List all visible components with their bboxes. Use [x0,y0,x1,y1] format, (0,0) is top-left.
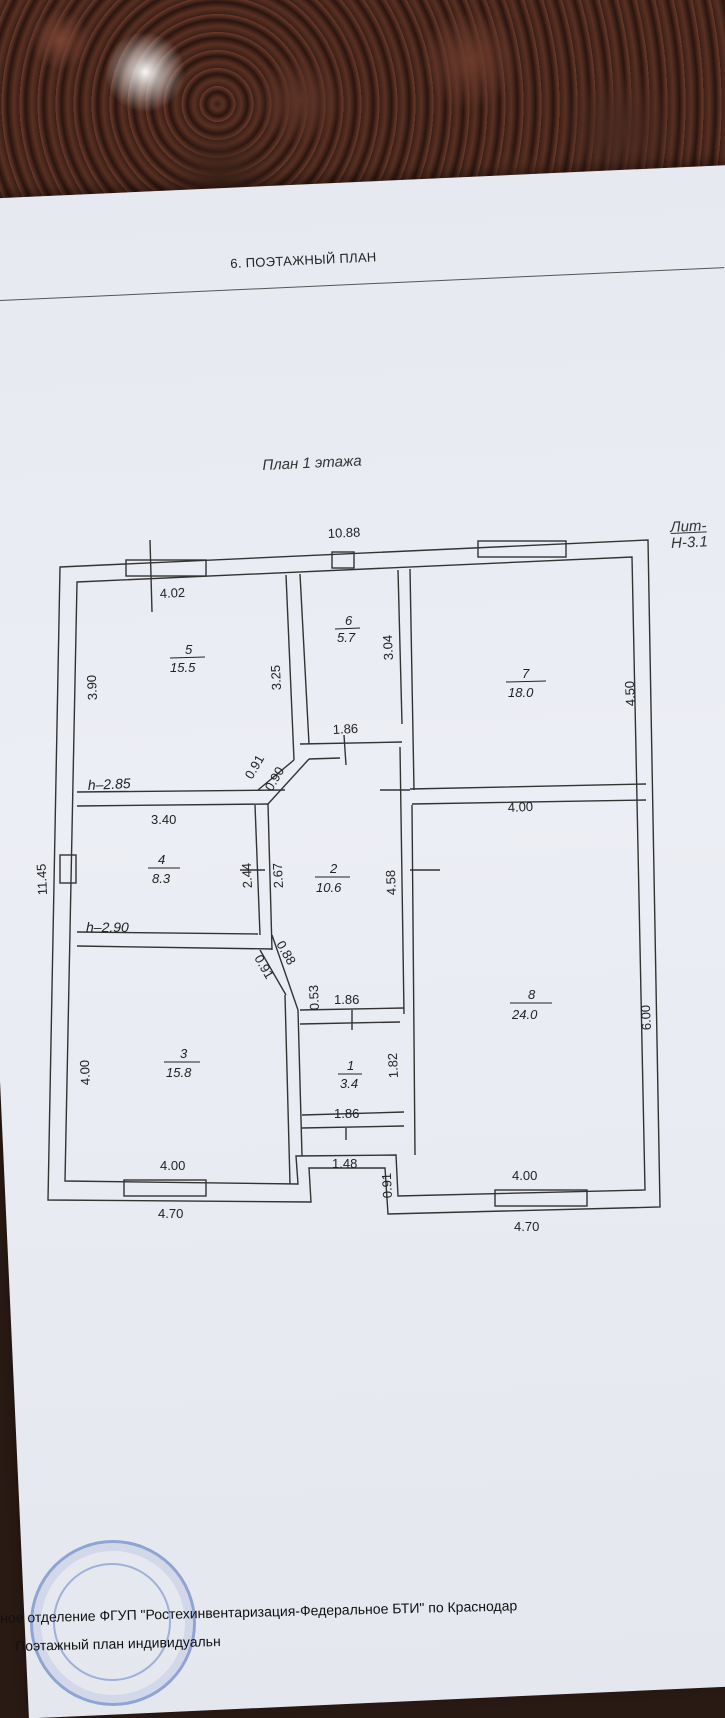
dim-left-height: 11.45 [34,863,50,895]
dim-r2-right: 4.58 [383,870,399,896]
room-area: 18.0 [508,685,534,700]
dim-bottom-left: 4.70 [158,1206,183,1221]
wall-1-bottom [301,1111,405,1129]
wall-5-6 [285,573,310,761]
room-number: 2 [329,861,338,876]
dim-r7-right: 4.50 [622,681,638,707]
room-number: 7 [522,666,530,681]
dim-r6-bottom: 1.86 [332,721,358,737]
room-6: 6 5.7 [334,613,361,645]
room-3: 3 15.8 [164,1046,200,1080]
dim-r1-top: 1.86 [334,992,359,1007]
room-5: 5 15.5 [169,642,206,675]
wall-1-top [299,1007,405,1025]
tick-marks [149,539,440,1140]
dim-r3-bottom: 4.00 [160,1158,185,1173]
dim-bottom-right: 4.70 [514,1219,539,1234]
wall-4-right [254,803,273,951]
room-number: 1 [347,1058,354,1073]
ceiling-height-1: h–2.85 [87,775,131,793]
dim-r4-top: 3.40 [151,812,176,827]
dim-diag-c: 0.88 [273,938,299,967]
room-1: 1 3.4 [338,1058,362,1091]
dim-r5-left: 3.90 [84,675,100,701]
wall-6-bottom [299,741,403,760]
wall-7-8 [409,783,647,805]
room-2: 2 10.6 [315,861,350,895]
plan-geometry [47,539,661,1215]
window-room6 [331,551,355,569]
room-area: 10.6 [316,880,342,895]
window-room5 [125,559,207,577]
dim-r5-top: 4.02 [159,585,185,601]
wall-3-right [284,994,303,1185]
room-area: 8.3 [152,871,171,886]
dim-r7-bottom: 4.00 [507,799,533,815]
dim-r6-right: 3.04 [380,635,396,661]
ceiling-heights: h–2.85 h–2.90 [86,775,131,935]
outer-wall-inner [64,556,646,1197]
room-4: 4 8.3 [148,852,180,886]
dim-r1-bottom: 1.86 [334,1106,359,1121]
wall-6-7 [397,568,415,791]
floor-plan-drawing: 10.88 4.02 3.90 3.25 3.04 1.86 4.50 4.00… [34,525,661,1234]
room-number: 5 [185,642,193,657]
window-room8 [494,1189,588,1207]
room-number: 3 [180,1046,188,1061]
room-8: 8 24.0 [510,987,552,1022]
room-area: 3.4 [340,1076,358,1091]
wall-4-3 [76,931,273,950]
room-area: 15.5 [170,660,196,675]
window-room7 [477,540,567,558]
room-number: 8 [528,987,536,1002]
diag-door-lower [259,934,299,1011]
dim-r8-bottom: 4.00 [512,1168,537,1183]
wall-5-4 [76,789,286,807]
dim-diag-a: 0.91 [242,752,268,781]
room-number: 6 [345,613,353,628]
dim-r1-right: 1.82 [385,1053,401,1079]
dim-r3-left: 4.00 [77,1060,93,1086]
wall-corridor-right [399,746,416,1156]
outer-wall-outer [47,539,661,1215]
room-7: 7 18.0 [505,666,547,700]
room-area: 24.0 [511,1007,538,1022]
room-number: 4 [158,852,165,867]
dim-porch-h: 0.91 [379,1173,395,1199]
dim-diag-d: 0.91 [251,952,277,981]
dim-r2-notch: 0.53 [306,985,322,1011]
dim-r2-left: 2.67 [270,863,286,889]
dim-r5-right: 3.25 [268,665,284,691]
ceiling-height-2: h–2.90 [86,919,129,935]
dimension-labels: 10.88 4.02 3.90 3.25 3.04 1.86 4.50 4.00… [34,525,654,1234]
diag-door-upper [257,758,310,805]
dim-r8-right: 6.00 [638,1005,654,1031]
room-area: 15.8 [166,1065,192,1080]
dim-r4-right: 2.44 [239,863,255,889]
window-room4-left [59,854,77,884]
dim-porch-w: 1.48 [332,1156,357,1171]
room-labels: 5 15.5 6 5.7 7 18.0 4 8.3 2 10.6 8 24.0 [148,613,552,1091]
dim-top-width: 10.88 [327,525,360,541]
window-room3 [123,1179,207,1197]
room-area: 5.7 [337,630,356,645]
